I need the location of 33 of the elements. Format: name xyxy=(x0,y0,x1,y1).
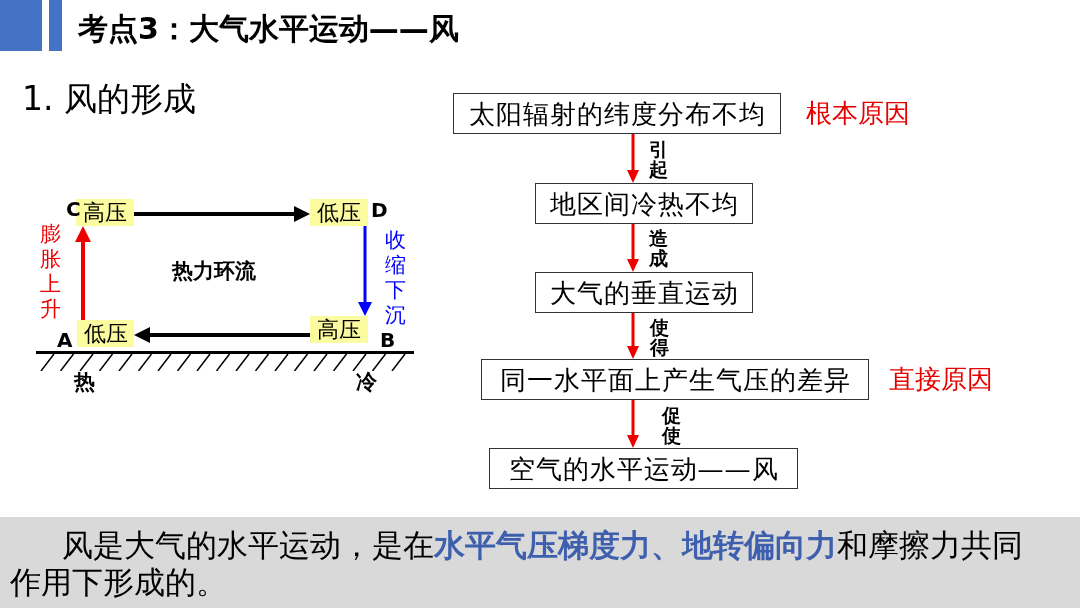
pressure-box: 低压 xyxy=(77,320,134,347)
edge-label: 使得 xyxy=(649,317,669,357)
arrow xyxy=(627,224,639,272)
cause-note: 直接原因 xyxy=(889,364,993,394)
arrow xyxy=(134,206,310,222)
point-letter: B xyxy=(380,329,396,351)
arrow xyxy=(627,313,639,359)
process-box: 同一水平面上产生气压的差异 xyxy=(481,359,869,400)
paragraph-text: 风是大气的水平运动，是在水平气压梯度力、地转偏向力和摩擦力共同作用下形成的。 xyxy=(10,527,1024,601)
region-label: 冷 xyxy=(356,370,377,394)
diagram-label: 热力环流 xyxy=(172,259,256,283)
arrow xyxy=(358,226,372,316)
edge-label: 引起 xyxy=(648,139,668,179)
arrow xyxy=(627,400,639,448)
pressure-box: 高压 xyxy=(310,316,368,343)
process-box: 大气的垂直运动 xyxy=(535,272,753,313)
edge-label: 促使 xyxy=(661,405,681,445)
process-box: 地区间冷热不均 xyxy=(535,183,753,224)
pressure-box: 低压 xyxy=(310,199,368,226)
arrow xyxy=(627,134,639,183)
process-box: 空气的水平运动——风 xyxy=(489,448,798,489)
slide-title: 考点3：大气水平运动——风 xyxy=(78,12,459,46)
edge-label: 收缩下沉 xyxy=(384,228,406,328)
process-box: 太阳辐射的纬度分布不均 xyxy=(453,93,781,134)
edge-label: 膨胀上升 xyxy=(39,222,61,322)
edge-label: 造成 xyxy=(648,228,668,268)
point-letter: A xyxy=(57,329,73,351)
point-letter: D xyxy=(371,199,388,221)
cause-note: 根本原因 xyxy=(806,98,910,128)
section-heading: 1. 风的形成 xyxy=(22,80,196,118)
arrow xyxy=(134,327,310,343)
region-label: 热 xyxy=(74,370,95,394)
arrow xyxy=(75,226,91,320)
